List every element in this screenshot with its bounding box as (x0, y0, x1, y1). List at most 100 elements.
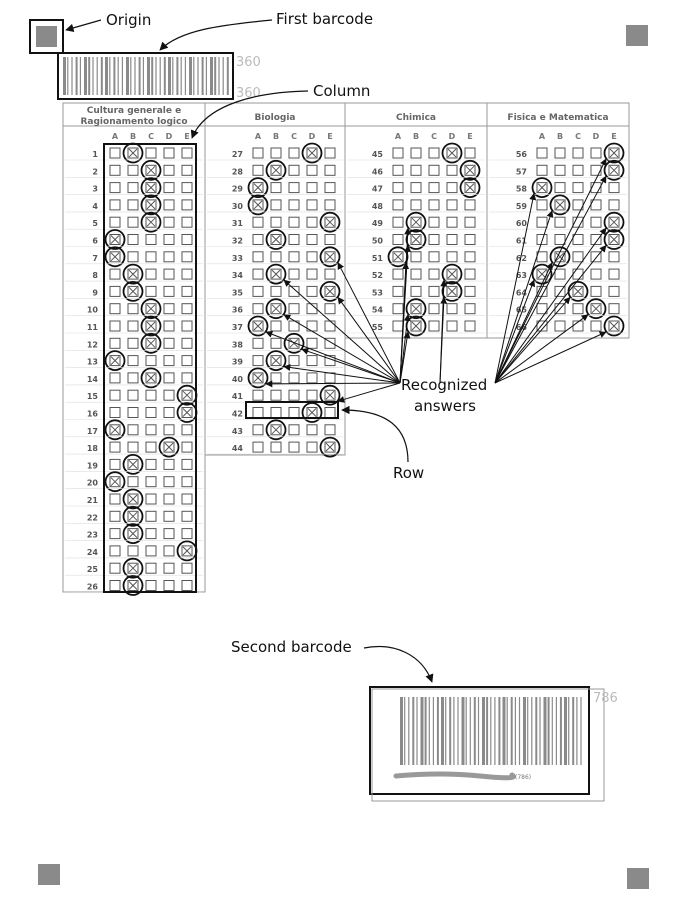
answer-box (288, 199, 300, 211)
recognized-answer-circle (283, 332, 305, 354)
answer-box (270, 182, 282, 194)
barcode-bar (502, 697, 506, 765)
answer-cross (182, 546, 192, 556)
answer-box (109, 337, 121, 349)
question-number: 30 (232, 202, 244, 211)
arrow-recognized-answer (494, 158, 607, 384)
barcode-bar (147, 57, 150, 95)
answer-box (252, 303, 264, 315)
question-number: 34 (232, 271, 244, 280)
answer-box (181, 476, 193, 488)
arrow-recognized-answer (494, 227, 607, 384)
answer-box (428, 164, 440, 176)
answer-cross (325, 217, 335, 227)
barcode-bar (96, 57, 98, 95)
barcode-bar (543, 697, 547, 765)
answer-box (410, 147, 422, 159)
answer-box (306, 164, 318, 176)
arrow-recognized-answer (494, 314, 589, 384)
answer-cross (609, 165, 619, 175)
question-number: 46 (372, 167, 384, 176)
question-row: 18 (65, 436, 203, 458)
answer-box (392, 216, 404, 228)
recognized-answer-circle (603, 229, 625, 250)
recognized-answer-circle (104, 246, 126, 268)
option-letter: C (291, 132, 297, 141)
answer-box (392, 164, 404, 176)
answer-box (270, 216, 282, 228)
question-row: 61 (489, 229, 627, 250)
answer-box (145, 407, 157, 418)
answer-box (288, 164, 300, 176)
question-row: 31 (207, 211, 343, 233)
answer-cross (537, 269, 547, 279)
barcode-bar (218, 57, 220, 95)
answer-box (127, 389, 139, 401)
question-row: 50 (347, 229, 485, 250)
recognized-answer-circle (265, 229, 287, 250)
row-highlight-box (245, 401, 339, 419)
recognized-answer-circle (549, 194, 571, 216)
question-row: 59 (489, 194, 627, 216)
question-row: 21 (65, 488, 203, 510)
arrow-recognized-answer (494, 175, 607, 384)
answer-box (181, 164, 193, 176)
arrow-recognized-answer (265, 330, 401, 384)
barcode-bar (412, 697, 415, 765)
answer-box (145, 545, 157, 557)
answer-box (324, 407, 336, 418)
answer-box (109, 562, 121, 574)
answer-box (163, 303, 175, 315)
arrow-recognized-answer (399, 262, 410, 384)
barcode-bar (514, 697, 516, 765)
question-number: 59 (516, 202, 528, 211)
answer-box (145, 493, 157, 505)
column-highlight-box (103, 143, 197, 593)
question-row: 45 (347, 142, 485, 164)
answer-box (288, 285, 300, 297)
question-number: 53 (372, 288, 383, 297)
barcode-bar (555, 697, 557, 765)
question-row: 27 (207, 142, 343, 164)
barcode-bar (400, 697, 403, 765)
answer-cross (128, 460, 138, 469)
barcode-bar (67, 57, 69, 95)
answer-box (270, 199, 282, 211)
barcode-bar (498, 697, 501, 765)
answer-box (181, 580, 193, 591)
answer-box (127, 476, 139, 488)
question-row: 23 (65, 523, 203, 544)
recognized-answer-circle (140, 367, 162, 389)
barcode-bar (527, 697, 529, 765)
barcode-bar (88, 57, 91, 95)
callout-recognized-line1: Recognized (401, 376, 487, 394)
recognized-answer-circle (459, 159, 481, 181)
answer-box (127, 303, 139, 315)
answer-box (428, 268, 440, 280)
answer-box (127, 372, 139, 384)
recognized-answer-circle (122, 575, 144, 596)
answer-box (572, 182, 584, 194)
recognized-answer-circle (603, 211, 625, 233)
answer-box (252, 251, 264, 263)
answer-box (163, 355, 175, 367)
answer-box (324, 147, 336, 159)
arrow-recognized-answer (494, 296, 571, 384)
answer-box (536, 216, 548, 228)
answer-box (288, 234, 300, 245)
recognized-answer-circle (265, 298, 287, 320)
answer-box (464, 234, 476, 245)
answer-box (288, 355, 300, 367)
answer-box (446, 320, 458, 332)
answer-box (288, 303, 300, 315)
question-row: 40 (207, 367, 343, 389)
question-number: 40 (232, 375, 244, 384)
answer-box (181, 458, 193, 470)
answer-box (590, 164, 602, 176)
question-row: 66 (489, 315, 627, 337)
answer-box (163, 545, 175, 557)
answer-box (410, 199, 422, 211)
answer-box (324, 372, 336, 384)
barcode-bar (189, 57, 192, 95)
